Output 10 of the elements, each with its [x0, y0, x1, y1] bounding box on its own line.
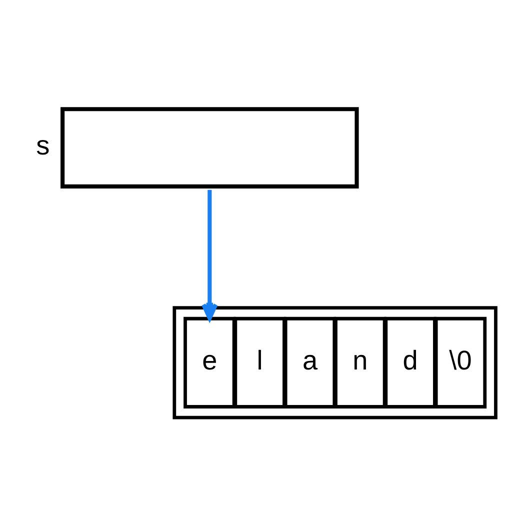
node-label: s	[36, 130, 50, 161]
node-box: a	[283, 316, 336, 408]
node-box: n	[334, 316, 386, 408]
node-box: l	[233, 316, 286, 408]
node-box: e	[183, 316, 236, 408]
node-box: \0	[434, 316, 486, 408]
node-box	[60, 107, 358, 188]
cluster	[172, 306, 497, 420]
node-box: d	[384, 316, 436, 408]
arrow	[201, 190, 218, 320]
